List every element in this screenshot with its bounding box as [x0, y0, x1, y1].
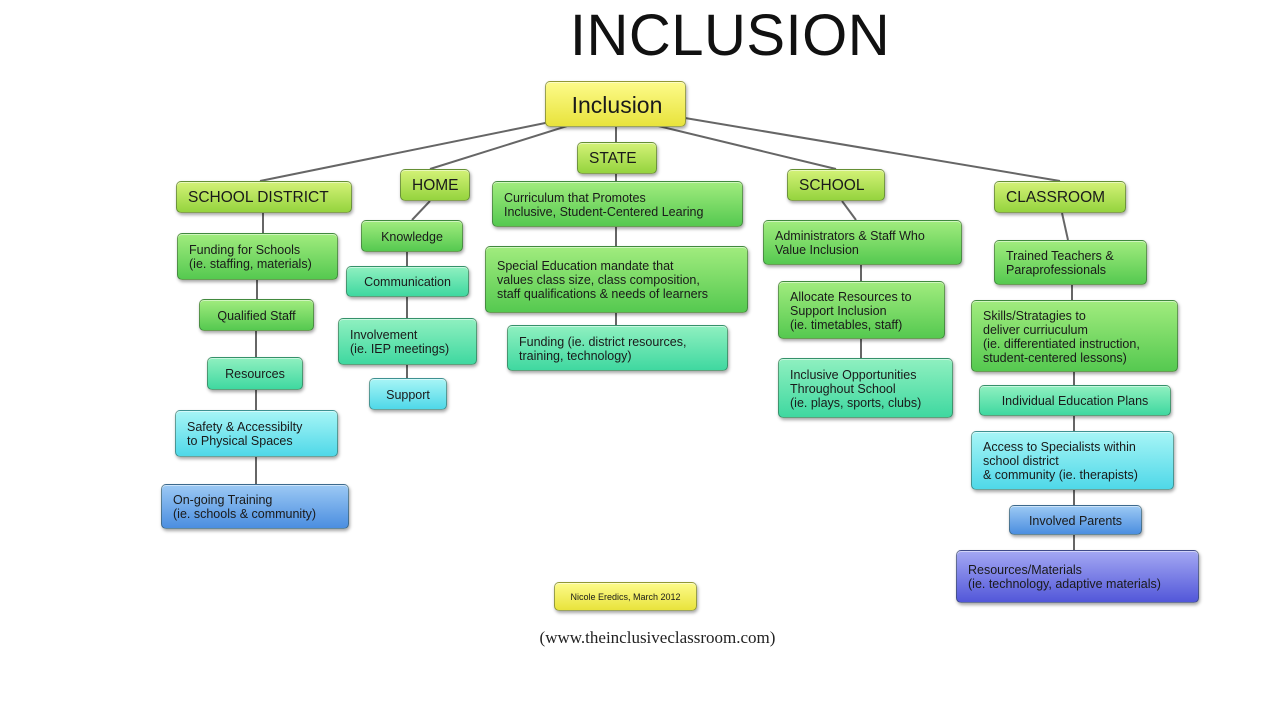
node-qualified-staff: Qualified Staff — [199, 299, 314, 331]
node-funding-for-schools: Funding for Schools (ie. staffing, mater… — [177, 233, 338, 280]
node-allocate-resources: Allocate Resources to Support Inclusion … — [778, 281, 945, 339]
connector-root-school — [649, 123, 837, 170]
node-curriculum: Curriculum that Promotes Inclusive, Stud… — [492, 181, 743, 227]
connector-root-home — [429, 121, 581, 170]
node-safety-accessibility: Safety & Accessibilty to Physical Spaces — [175, 410, 338, 457]
node-funding-state: Funding (ie. district resources, trainin… — [507, 325, 728, 371]
node-inclusive-opportunities: Inclusive Opportunities Throughout Schoo… — [778, 358, 953, 418]
connector-root-classroom — [684, 117, 1061, 182]
root-node-inclusion: Inclusion — [545, 81, 686, 127]
node-individual-education-plans: Individual Education Plans — [979, 385, 1171, 416]
credit-box: Nicole Eredics, March 2012 — [554, 582, 697, 611]
node-support: Support — [369, 378, 447, 410]
node-ongoing-training: On-going Training (ie. schools & communi… — [161, 484, 349, 529]
node-skills-strategies: Skills/Stratagies to deliver curriuculum… — [971, 300, 1178, 372]
branch-school-district: SCHOOL DISTRICT — [176, 181, 352, 213]
node-resources-materials: Resources/Materials (ie. technology, ada… — [956, 550, 1199, 603]
node-involved-parents: Involved Parents — [1009, 505, 1142, 535]
node-involvement: Involvement (ie. IEP meetings) — [338, 318, 477, 365]
connector-root-school-district — [259, 119, 561, 182]
branch-classroom: CLASSROOM — [994, 181, 1126, 213]
node-special-education-mandate: Special Education mandate that values cl… — [485, 246, 748, 313]
node-administrators-staff: Administrators & Staff Who Value Inclusi… — [763, 220, 962, 265]
branch-home: HOME — [400, 169, 470, 201]
source-url: (www.theinclusiveclassroom.com) — [539, 628, 776, 647]
slide-title: INCLUSION — [569, 3, 891, 68]
node-communication: Communication — [346, 266, 469, 297]
node-resources: Resources — [207, 357, 303, 390]
node-knowledge: Knowledge — [361, 220, 463, 252]
node-access-to-specialists: Access to Specialists within school dist… — [971, 431, 1174, 490]
branch-state: STATE — [577, 142, 657, 174]
node-trained-teachers: Trained Teachers & Paraprofessionals — [994, 240, 1147, 285]
branch-school: SCHOOL — [787, 169, 885, 201]
